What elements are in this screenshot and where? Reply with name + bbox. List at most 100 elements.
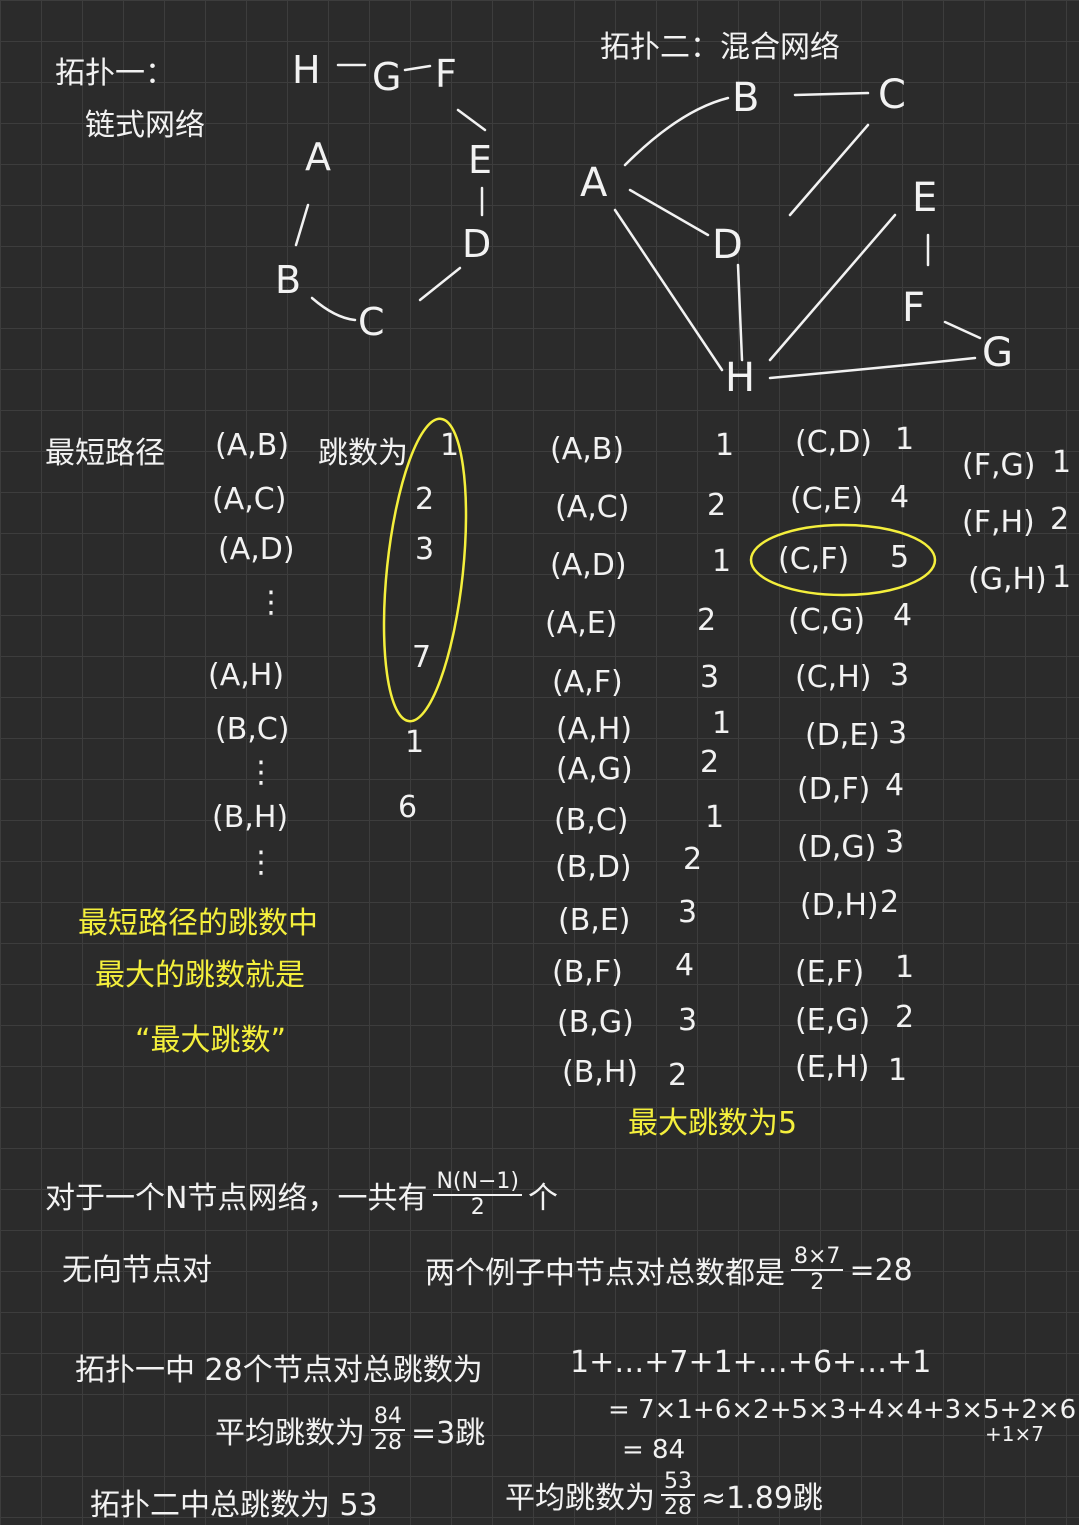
t2-hops: 3 xyxy=(890,658,910,693)
summary-line-1-suffix: 个 xyxy=(527,1181,558,1216)
t1-ellipsis: ⋮ xyxy=(246,755,276,790)
fraction: 84 28 xyxy=(371,1405,405,1455)
t2-pair: (B,G) xyxy=(557,1005,634,1040)
t1-hops: 2 xyxy=(415,482,435,517)
t2-pair: (C,D) xyxy=(795,425,872,460)
yellow-note-line: 最大的跳数就是 xyxy=(95,958,305,993)
edge-a-d xyxy=(628,188,710,237)
t2-hops: 1 xyxy=(705,800,725,835)
t2-pair: (A,E) xyxy=(545,606,618,641)
t2-hops: 2 xyxy=(1050,502,1070,537)
summary-line-1-prefix: 对于一个N节点网络，一共有 xyxy=(45,1181,428,1216)
t1-ellipsis: ⋮ xyxy=(256,585,286,620)
t2-pair: (B,F) xyxy=(552,955,623,990)
t2-node-g: G xyxy=(982,330,1013,376)
topology2-title: 拓扑二：混合网络 xyxy=(600,30,840,65)
t2-hops: 1 xyxy=(1052,560,1072,595)
t1-pair: (A,B) xyxy=(215,428,290,463)
summary-line-5: 平均跳数为 84 28 =3跳 xyxy=(215,1405,485,1455)
t2-hops: 1 xyxy=(712,544,732,579)
summary-line-5-total: = 84 xyxy=(622,1435,686,1465)
summary-line-6: 拓扑二中总跳数为 53 xyxy=(90,1488,378,1523)
summary-line-6-avg-prefix: 平均跳数为 xyxy=(505,1481,655,1516)
t2-hops: 2 xyxy=(880,885,900,920)
t2-hops: 3 xyxy=(700,660,720,695)
t2-hops: 1 xyxy=(715,428,735,463)
fraction: N(N−1) 2 xyxy=(433,1170,522,1220)
t1-node-f: F xyxy=(435,52,457,96)
t1-node-c: C xyxy=(358,300,385,344)
yellow-note-line: 最短路径的跳数中 xyxy=(78,906,318,941)
t2-hops: 4 xyxy=(893,598,913,633)
topology1-subtitle: 链式网络 xyxy=(85,108,205,143)
edge-e-h xyxy=(768,213,897,362)
summary-line-5-prefix: 平均跳数为 xyxy=(215,1416,365,1451)
summary-line-6-avg: 平均跳数为 53 28 ≈1.89跳 xyxy=(505,1470,823,1520)
t2-hops: 4 xyxy=(890,480,910,515)
t2-pair: (D,H) xyxy=(800,888,879,923)
highlight-ellipse-1 xyxy=(382,417,468,723)
edge-a-h xyxy=(613,208,724,372)
fraction-numerator: N(N−1) xyxy=(433,1170,522,1196)
t1-node-e: E xyxy=(468,138,493,182)
edge-c-b xyxy=(310,296,357,322)
yellow-note-line: “最大跳数” xyxy=(135,1023,287,1058)
t2-pair: (C,H) xyxy=(795,660,872,695)
summary-line-2b-suffix: =28 xyxy=(849,1252,913,1288)
edge-c-d xyxy=(788,123,870,217)
t2-pair: (C,F) xyxy=(778,542,850,577)
t2-hops: 4 xyxy=(885,768,905,803)
t2-hops: 4 xyxy=(675,948,695,983)
fraction: 53 28 xyxy=(661,1470,695,1520)
t2-hops: 1 xyxy=(895,422,915,457)
edge-b-a xyxy=(294,203,310,247)
highlight-ellipse-2 xyxy=(749,523,937,597)
fraction-numerator: 84 xyxy=(371,1405,405,1431)
t1-node-g: G xyxy=(372,55,402,99)
fraction-denominator: 2 xyxy=(470,1195,485,1220)
t2-pair: (B,C) xyxy=(554,803,629,838)
summary-line-5-suffix: =3跳 xyxy=(411,1416,486,1451)
t2-node-c: C xyxy=(878,72,906,118)
t2-hops: 1 xyxy=(895,950,915,985)
t1-hops: 1 xyxy=(405,725,425,760)
t2-node-f: F xyxy=(902,285,926,331)
t2-pair: (B,H) xyxy=(562,1055,639,1090)
summary-line-3-prefix: 拓扑一中 28个节点对总跳数为 xyxy=(75,1353,483,1388)
t2-pair: (B,E) xyxy=(558,903,631,938)
summary-line-4-cont: +1×7 xyxy=(985,1422,1044,1446)
t2-hops: 5 xyxy=(890,540,910,575)
t1-node-b: B xyxy=(275,258,302,302)
t1-hops: 7 xyxy=(412,640,432,675)
t1-pair: (A,H) xyxy=(208,658,285,693)
t2-pair: (C,E) xyxy=(790,482,863,517)
t2-node-d: D xyxy=(712,222,743,268)
t2-pair: (E,F) xyxy=(795,955,865,990)
summary-line-1: 对于一个N节点网络，一共有 N(N−1) 2 个 xyxy=(45,1170,558,1220)
t2-hops: 2 xyxy=(697,603,717,638)
t2-hops: 1 xyxy=(1052,445,1072,480)
t1-pair: (B,H) xyxy=(212,800,289,835)
t2-node-b: B xyxy=(732,75,760,121)
t2-hops: 3 xyxy=(885,825,905,860)
summary-line-2b: 两个例子中节点对总数都是 8×7 2 =28 xyxy=(425,1245,913,1295)
max-hop-note: 最大跳数为5 xyxy=(628,1106,798,1141)
t2-pair: (A,B) xyxy=(550,432,625,467)
fraction-denominator: 2 xyxy=(810,1270,825,1295)
t2-pair: (F,H) xyxy=(962,505,1035,540)
t2-hops: 1 xyxy=(712,706,732,741)
edge-f-e xyxy=(456,108,487,132)
edge-d-h xyxy=(736,263,744,362)
fraction: 8×7 2 xyxy=(791,1245,844,1295)
t2-pair: (C,G) xyxy=(788,603,866,638)
t2-hops: 2 xyxy=(895,1000,915,1035)
t2-pair: (B,D) xyxy=(555,850,632,885)
t1-node-h: H xyxy=(292,48,321,92)
t2-hops: 3 xyxy=(888,716,908,751)
fraction-denominator: 28 xyxy=(664,1495,692,1520)
t2-hops: 1 xyxy=(888,1053,908,1088)
t1-ellipsis: ⋮ xyxy=(246,845,276,880)
t2-pair: (A,F) xyxy=(552,665,623,700)
t2-pair: (D,E) xyxy=(805,718,880,753)
